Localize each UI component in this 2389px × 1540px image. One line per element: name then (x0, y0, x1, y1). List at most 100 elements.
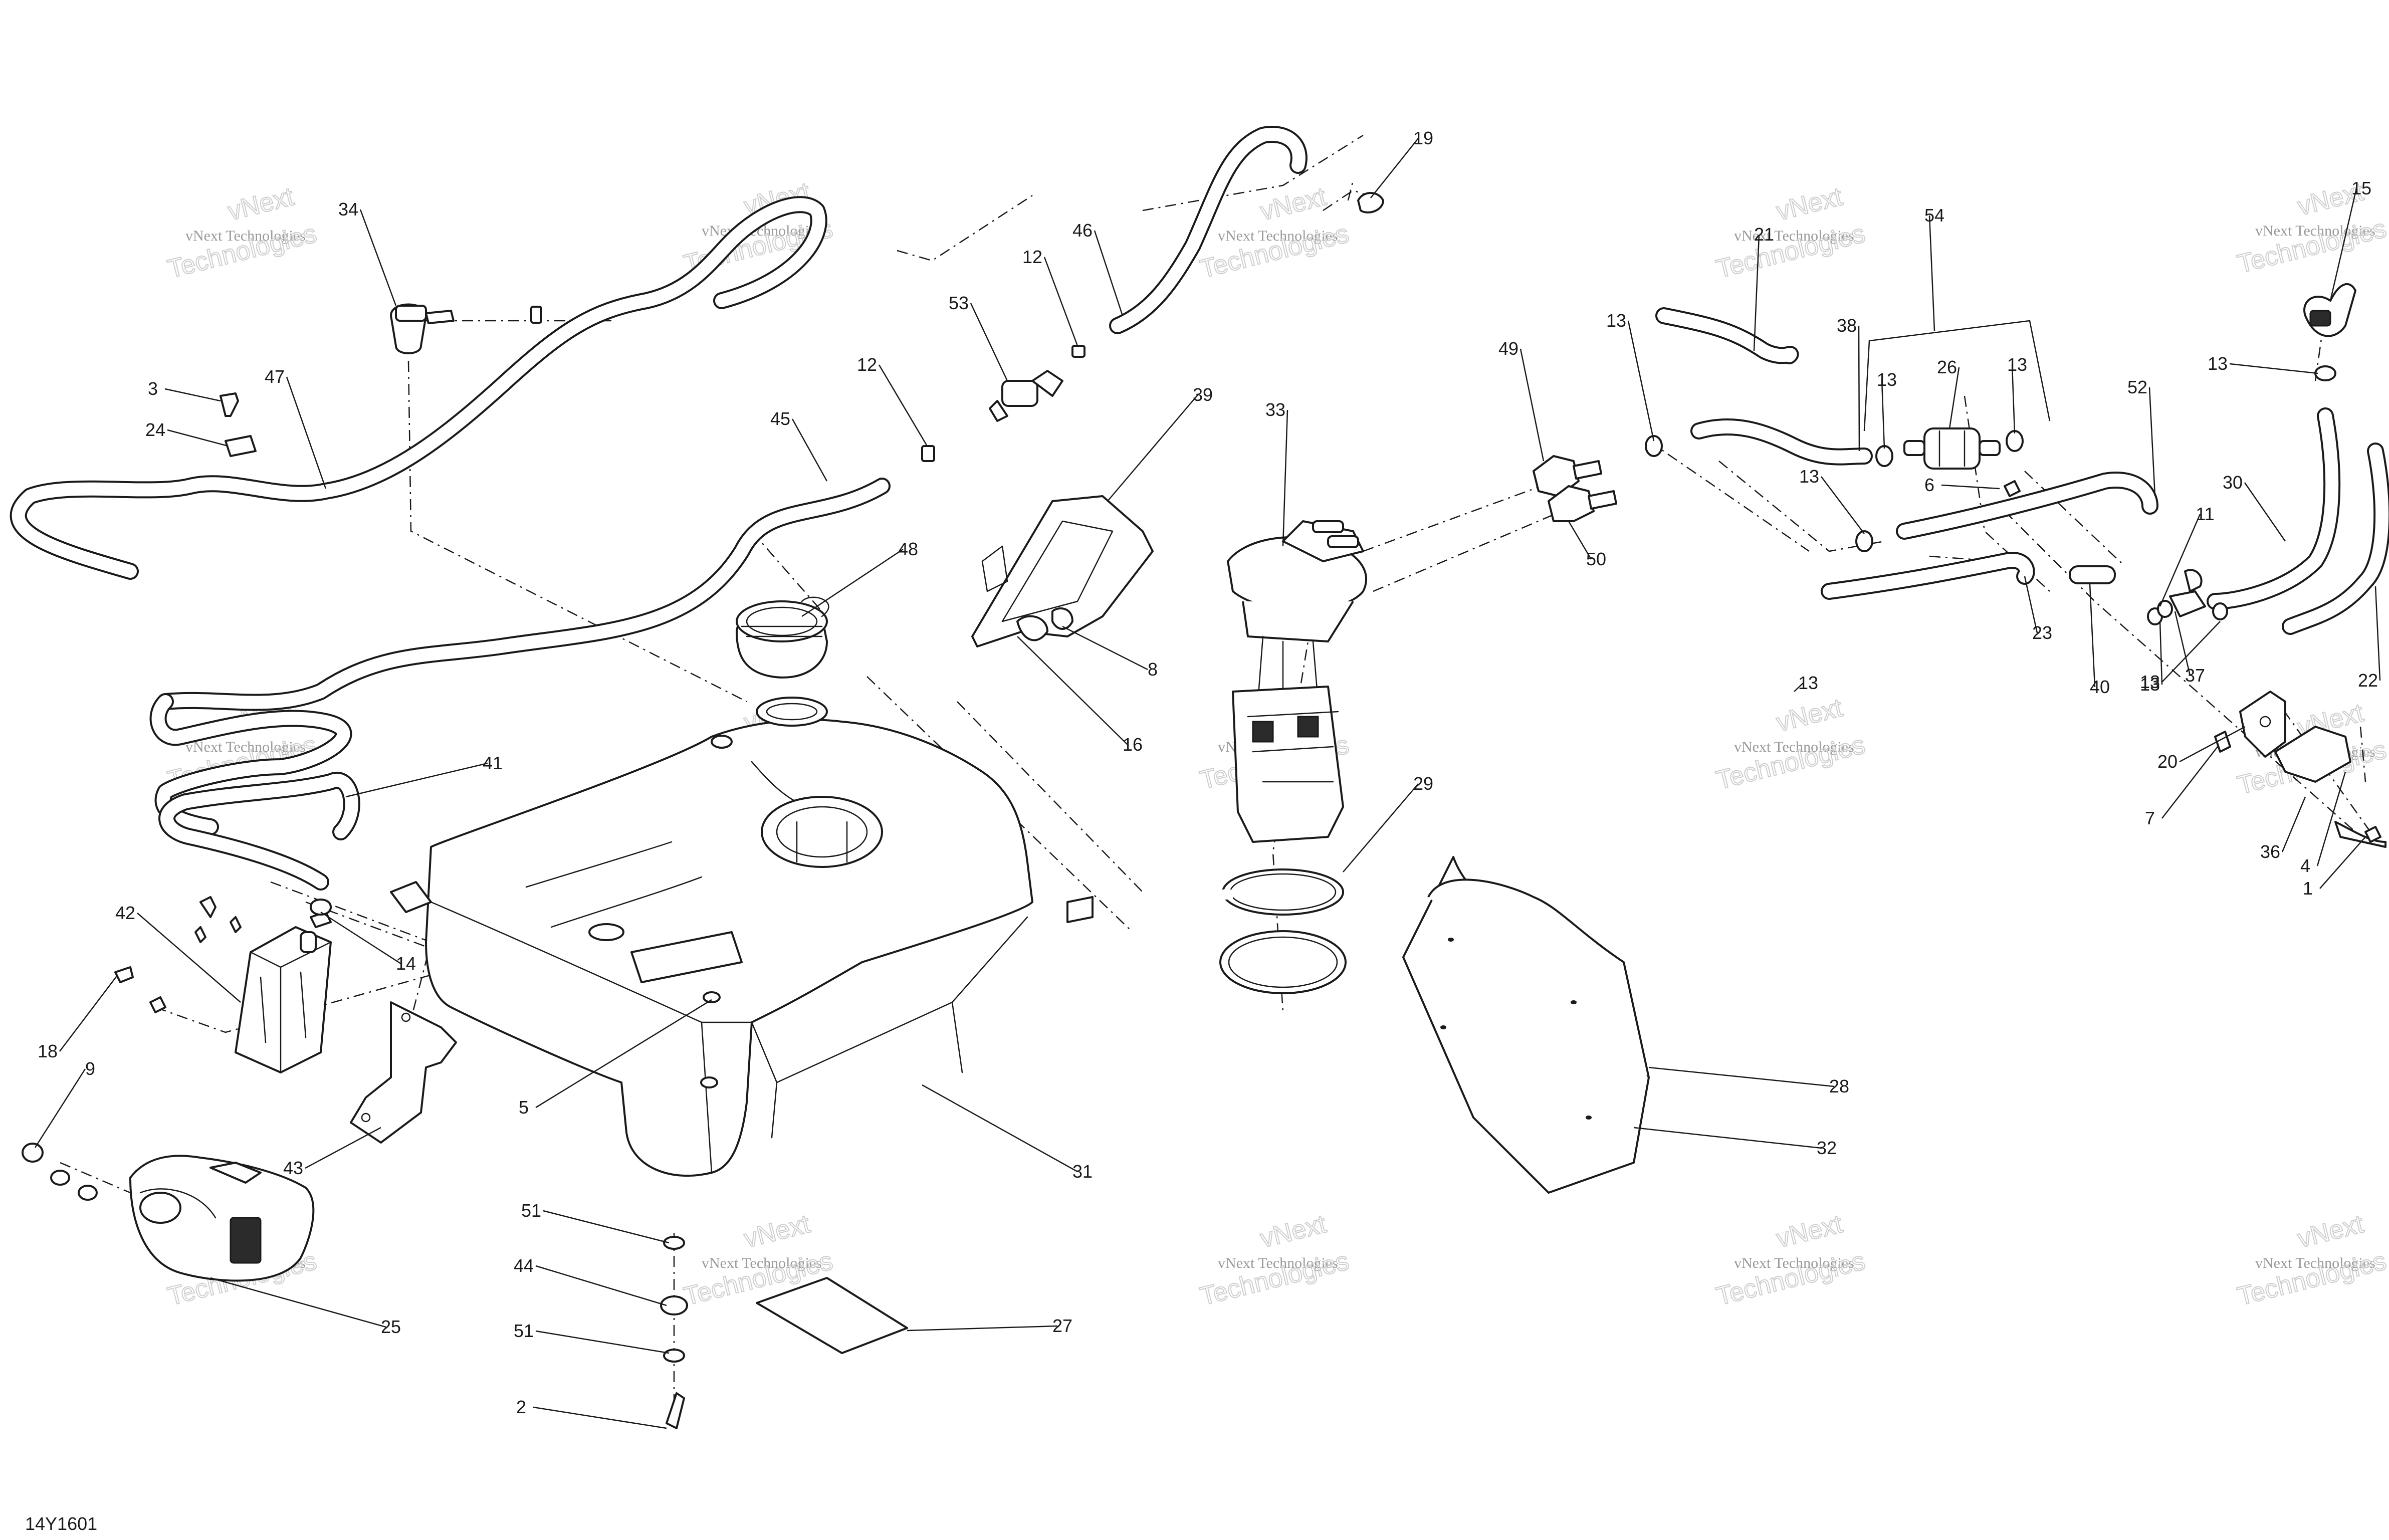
callout-2: 2 (516, 1397, 526, 1417)
callout-leader-9 (34, 1068, 86, 1148)
bracket-36-20 (2239, 691, 2386, 848)
callout-leader-7 (2161, 746, 2218, 819)
callout-23: 23 (2032, 622, 2052, 643)
callout-leader-15 (2329, 188, 2357, 301)
watermark-line-1: vNext (1774, 1209, 1846, 1254)
callout-leader-13 (2229, 363, 2318, 374)
watermark-line-1: vNext (1774, 693, 1846, 738)
callout-leader-12 (878, 364, 928, 447)
clamps (530, 192, 2336, 641)
callout-13: 13 (1798, 673, 1818, 693)
callout-13: 13 (1877, 369, 1897, 390)
callout-leader-27 (907, 1325, 1058, 1332)
callout-7: 7 (2145, 808, 2155, 828)
hose-38 (1690, 418, 1873, 466)
watermark-line-1: vNext (1774, 182, 1846, 227)
callout-40: 40 (2090, 677, 2110, 697)
callout-leader-18 (59, 974, 118, 1052)
watermark-line-2: vNext Technologies (1734, 1255, 1854, 1271)
callout-33: 33 (1265, 399, 1285, 420)
callout-leader-51 (543, 1210, 670, 1244)
hose-22 (2282, 443, 2389, 635)
callout-leader-51 (535, 1330, 670, 1354)
callout-9: 9 (85, 1058, 95, 1079)
hose-41-breather (158, 772, 360, 891)
callout-12: 12 (857, 354, 877, 375)
callout-leader-11 (2159, 514, 2201, 607)
callout-47: 47 (265, 366, 285, 387)
callout-leader-13 (1627, 320, 1655, 442)
callout-24: 24 (145, 419, 165, 440)
small-fasteners (22, 392, 2381, 1429)
callout-18: 18 (38, 1041, 58, 1061)
callout-13: 13 (2007, 354, 2027, 375)
callout-5: 5 (519, 1097, 529, 1118)
callout-leader-44 (535, 1265, 667, 1306)
callout-leader-53 (970, 303, 1008, 381)
callout-leader-40 (2089, 583, 2096, 688)
callout-21: 21 (1754, 224, 1774, 245)
callout-leader-26 (1948, 367, 1960, 429)
callout-leader-13 (1794, 683, 1804, 692)
connectors-49-50 (1533, 455, 1617, 522)
callout-53: 53 (949, 293, 969, 313)
callout-leader-13 (2159, 621, 2163, 685)
callout-leader-13 (1821, 476, 1865, 534)
callout-leader-29 (1343, 783, 1419, 872)
callout-leader-28 (1648, 1066, 1835, 1087)
callout-19: 19 (1413, 128, 1433, 148)
fuel-tank (390, 697, 1094, 1177)
watermark-line-1: vNext (741, 1209, 813, 1254)
callout-leader-36 (2281, 796, 2306, 852)
callout-11: 11 (2196, 504, 2214, 524)
watermark-line-2: vNext Technologies (185, 739, 306, 755)
vent-valve-53 (989, 370, 1063, 422)
callout-45: 45 (770, 408, 790, 429)
callout-48: 48 (898, 539, 918, 559)
reservoir-25 (129, 1155, 315, 1282)
callout-28: 28 (1829, 1076, 1849, 1096)
callout-leader-5 (535, 999, 712, 1109)
callout-51: 51 (514, 1321, 534, 1341)
hose-52 (1896, 472, 2158, 540)
callout-51: 51 (521, 1200, 541, 1221)
callout-44: 44 (514, 1255, 534, 1276)
callout-leader-6 (1941, 484, 2000, 490)
callout-leader-22 (2374, 586, 2381, 681)
callout-43: 43 (283, 1158, 303, 1178)
callout-leader-16 (1017, 636, 1128, 745)
callout-12: 12 (1022, 247, 1042, 267)
callout-14: 14 (396, 953, 416, 974)
tee-37 (2169, 569, 2206, 617)
callout-15: 15 (2351, 178, 2371, 198)
callout-26: 26 (1937, 357, 1957, 377)
hose-46 (1109, 126, 1308, 334)
callout-leader-39 (1107, 394, 1198, 502)
callout-22: 22 (2358, 670, 2378, 691)
callout-29: 29 (1413, 773, 1433, 794)
callout-36: 36 (2260, 841, 2280, 862)
callout-13: 13 (2140, 674, 2160, 695)
callout-16: 16 (1123, 734, 1143, 755)
tube-40 (2069, 565, 2116, 584)
watermark-line-2: vNext Technologies (702, 1255, 822, 1271)
callout-leader-24 (167, 429, 229, 447)
callout-leader-4 (2316, 771, 2346, 866)
callout-leader-20 (2179, 726, 2246, 763)
watermark-line-1: vNext (1257, 1209, 1330, 1254)
watermark-line-2: vNext Technologies (1218, 228, 1338, 244)
callout-46: 46 (1072, 220, 1093, 241)
hose-30 (2207, 407, 2341, 610)
watermark-line-2: vNext Technologies (1734, 228, 1854, 244)
callout-leader-33 (1282, 409, 1288, 547)
watermark-line-1: vNext (2295, 1209, 2367, 1254)
pump-lock-bracket-39 (971, 495, 1154, 647)
canister-bracket (350, 1001, 457, 1144)
callout-leader-8 (1062, 625, 1148, 671)
canister (235, 911, 332, 1073)
callout-leader-43 (305, 1127, 381, 1169)
